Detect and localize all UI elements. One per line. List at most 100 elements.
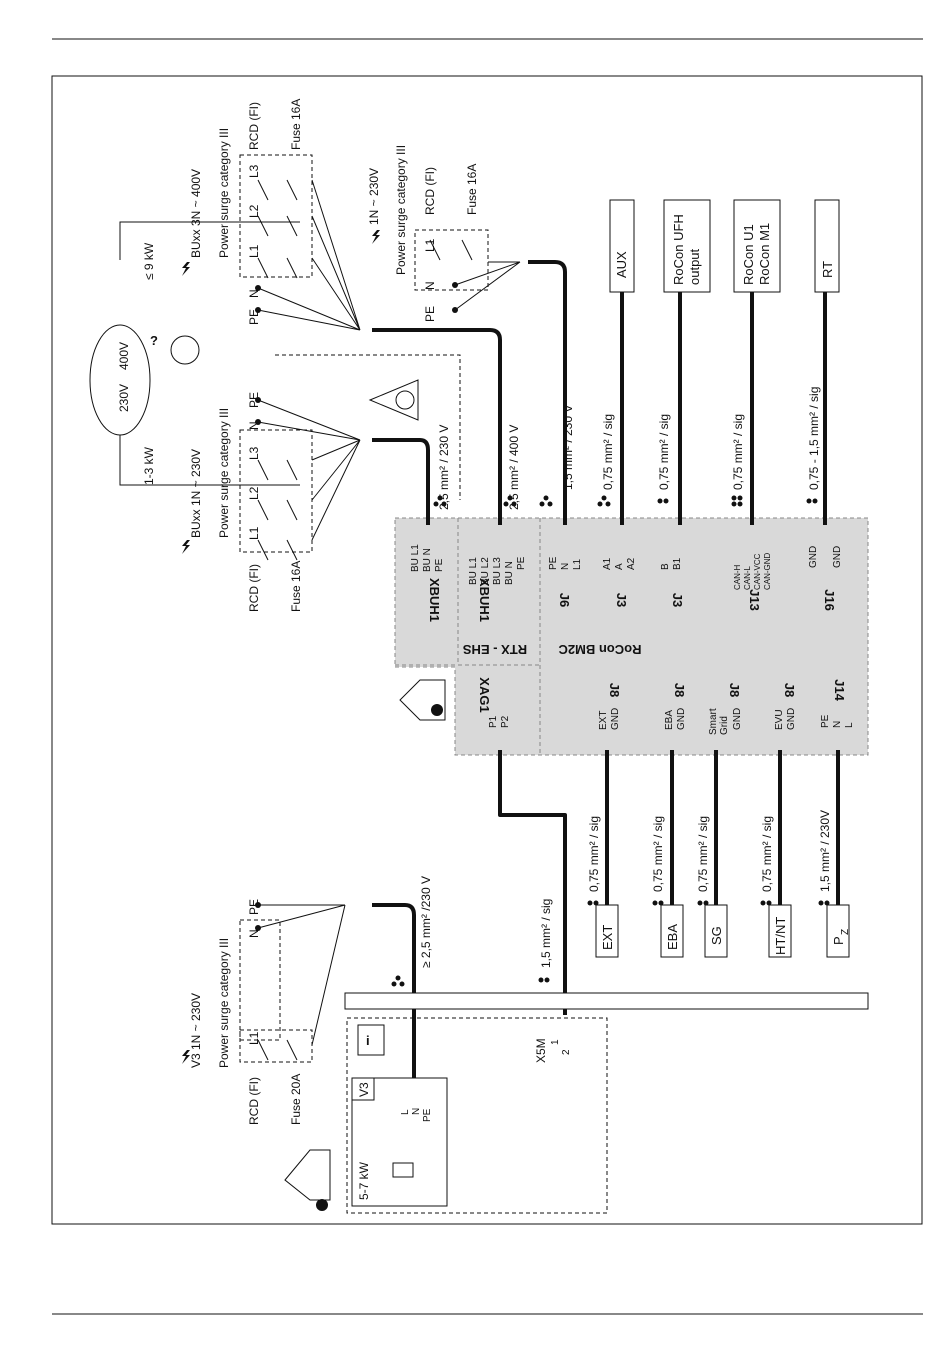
arrow-3n	[119, 221, 300, 260]
buxx-3n-rcd: RCD (FI)	[247, 102, 261, 150]
v3-fuse: Fuse 20A	[289, 1074, 303, 1125]
buxx-3n-l1: L1	[247, 244, 261, 258]
eba-label: EBA	[665, 924, 680, 950]
cable-label: 1,5 mm² / 230 V	[561, 405, 575, 490]
pin-label: CAN-H	[733, 564, 742, 590]
rocon-box	[733, 199, 781, 293]
s230-n: N	[423, 281, 437, 290]
cable-type-icons	[391, 495, 830, 987]
v3-l1: L1	[247, 1031, 261, 1045]
pin-label: Smart	[708, 708, 719, 735]
s230-title: 1N ~ 230V	[367, 168, 381, 225]
pin-label: CAN-GND	[763, 552, 772, 590]
aux-box	[609, 199, 635, 293]
pin-label: GND	[732, 708, 743, 730]
heater-pin: N	[411, 1108, 422, 1115]
buxx-3n-power: ≤ 9 kW	[142, 242, 156, 280]
separator-bar	[344, 992, 869, 1010]
heater-power: 5-7 kW	[357, 1161, 371, 1200]
cable-buh1-230	[372, 438, 430, 525]
xag1-label: XAG1	[477, 677, 492, 712]
sg-label: SG	[709, 926, 724, 945]
cable-label: 2,5 mm² / 230 V	[437, 425, 451, 510]
terminal-dots	[255, 282, 458, 931]
cable-j6	[528, 260, 567, 525]
htnt-label: HT/NT	[773, 917, 788, 955]
ufh-box	[663, 199, 711, 293]
pin-label: B1	[672, 557, 683, 570]
pin-label: A2	[626, 557, 637, 570]
cable-buh1-400	[372, 328, 502, 525]
pin-label: N	[560, 563, 571, 570]
v3-n: N	[247, 929, 261, 938]
pz-box	[826, 904, 850, 958]
buxx-3n-n: N	[247, 289, 261, 298]
ext-label: EXT	[600, 925, 615, 950]
pin-label: L1	[572, 558, 583, 570]
pin-label: BU L1	[410, 544, 421, 572]
buxx-1n-category: Power surge category III	[217, 408, 231, 538]
cable-v3	[372, 903, 416, 1080]
sg-box	[704, 904, 728, 958]
buxx-3n-fuse: Fuse 16A	[289, 99, 303, 150]
s230-rcd: RCD (FI)	[423, 167, 437, 215]
person-icon	[170, 335, 200, 365]
cable-label: 0,75 mm² / sig	[587, 816, 601, 892]
xbuh1-a-label: XBUH1	[427, 578, 442, 622]
s230-pe: PE	[423, 306, 437, 322]
heater-pin: PE	[422, 1108, 433, 1122]
switch-marks	[257, 179, 473, 1061]
pin-label: GND	[832, 546, 843, 568]
pin-label: CAN-L	[743, 565, 752, 590]
rt-label: RT	[820, 261, 835, 278]
x5m-pin: 1	[550, 1039, 561, 1045]
buxx-3n-category: Power surge category III	[217, 128, 231, 258]
pin-label: BU N	[422, 548, 433, 572]
xbuh1-b-label: XBUH1	[477, 578, 492, 622]
info-glyph: i	[366, 1033, 370, 1048]
pin-label: CAN-VCC	[753, 553, 762, 590]
x5m-label: X5M	[534, 1038, 548, 1063]
region-border	[275, 354, 461, 500]
pin-label: PE	[820, 714, 831, 728]
j13-label: J13	[747, 589, 762, 611]
s230-l1: L1	[423, 238, 437, 252]
pin-label: GND	[676, 708, 687, 730]
buxx-1n-l3: L3	[247, 446, 261, 460]
heater-tag	[351, 1077, 375, 1101]
j8a-label: J8	[607, 683, 622, 697]
pin-label: PE	[516, 556, 527, 570]
rocon-label-2: RoCon M1	[757, 223, 772, 285]
pin-label: EVU	[774, 709, 785, 730]
s230-fuse: Fuse 16A	[465, 164, 479, 215]
cable-label: 0,75 mm² / sig	[760, 816, 774, 892]
v3-pe: PE	[247, 899, 261, 915]
j8c-label: J8	[727, 683, 742, 697]
j8d-label: J8	[782, 683, 797, 697]
cable-x5m	[498, 750, 567, 1015]
cable-label: 0,75 mm² / sig	[731, 414, 745, 490]
pin-label: BU L1	[468, 557, 479, 585]
pz-label: P	[831, 936, 846, 945]
pin-label: P1	[488, 715, 499, 728]
buxx-1n-l2: L2	[247, 486, 261, 500]
bm2c-label: RoCon BM2C	[558, 642, 642, 657]
pin-label: BU L3	[492, 557, 503, 585]
cloud-left: 230V	[117, 384, 131, 412]
pin-label: PE	[548, 556, 559, 570]
warning-icon	[368, 379, 419, 421]
buxx-3n-l2: L2	[247, 204, 261, 218]
j14-label: J14	[832, 679, 847, 701]
pin-label: GND	[808, 546, 819, 568]
cable-label: 0,75 mm² / sig	[657, 414, 671, 490]
diagram-frame	[51, 75, 923, 1225]
buxx-1n-rcd: RCD (FI)	[247, 564, 261, 612]
cable-label: 0,75 - 1,5 mm² / sig	[807, 387, 821, 490]
pin-label: A	[614, 563, 625, 570]
pin-label: GND	[786, 708, 797, 730]
buxx-1n-fuse: Fuse 16A	[289, 561, 303, 612]
lightning-icons	[182, 230, 380, 1064]
cable-label: 0,75 mm² / sig	[601, 414, 615, 490]
heater-name: V3	[357, 1082, 371, 1097]
